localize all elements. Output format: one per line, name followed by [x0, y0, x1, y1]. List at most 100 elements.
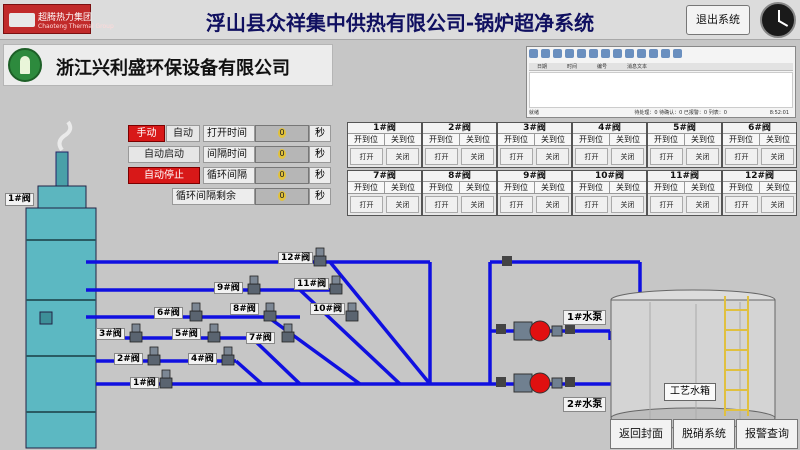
diagram-valve-4-label[interactable]: 4#阀 — [188, 353, 217, 365]
actuator-valve-icon-12[interactable] — [313, 247, 327, 267]
actuator-valve-icon-4[interactable] — [221, 346, 235, 366]
toolbar-filter-icon[interactable] — [577, 49, 586, 58]
valve-open-button[interactable]: 打开 — [425, 196, 458, 213]
valve-close-button[interactable]: 关闭 — [761, 196, 794, 213]
smoke-icon — [57, 120, 73, 152]
valve-close-button[interactable]: 关闭 — [386, 196, 419, 213]
close-position-indicator: 关到位 — [609, 182, 646, 193]
diagram-valve-9-label[interactable]: 9#阀 — [214, 282, 243, 294]
open-position-indicator: 开到位 — [348, 134, 384, 145]
valve-open-button[interactable]: 打开 — [575, 148, 608, 165]
valve-close-button[interactable]: 关闭 — [536, 148, 569, 165]
toolbar-hide-icon[interactable] — [625, 49, 634, 58]
actuator-valve-icon-11[interactable] — [329, 275, 343, 295]
open-time-input[interactable]: 0 — [255, 125, 309, 142]
diagram-valve-2-label[interactable]: 2#阀 — [114, 353, 143, 365]
cycle-interval-value: 0 — [278, 169, 286, 180]
valve-close-button[interactable]: 关闭 — [461, 148, 494, 165]
valve-close-button[interactable]: 关闭 — [611, 196, 644, 213]
diagram-valve-6-label[interactable]: 6#阀 — [154, 307, 183, 319]
valve-open-button[interactable]: 打开 — [425, 148, 458, 165]
denitration-system-button[interactable]: 脱硝系统 — [673, 419, 735, 449]
valve-close-button[interactable]: 关闭 — [386, 148, 419, 165]
valve-open-button[interactable]: 打开 — [500, 148, 533, 165]
pump-1-label[interactable]: 1#水泵 — [563, 310, 607, 325]
cycle-interval-label: 循环间隔 — [203, 167, 255, 184]
auto-mode-button[interactable]: 自动 — [166, 125, 200, 142]
toolbar-print-icon[interactable] — [553, 49, 562, 58]
toolbar-help-icon[interactable] — [529, 49, 538, 58]
diagram-valve-12-label[interactable]: 12#阀 — [278, 252, 314, 264]
valve-open-button[interactable]: 打开 — [350, 148, 383, 165]
interval-time-input[interactable]: 0 — [255, 146, 309, 163]
actuator-valve-icon-7[interactable] — [281, 323, 295, 343]
toolbar-export-icon[interactable] — [565, 49, 574, 58]
cycle-remaining-label: 循环间隔剩余 — [172, 188, 255, 205]
cycle-remaining-input[interactable]: 0 — [255, 188, 309, 205]
toolbar-sort-icon[interactable] — [589, 49, 598, 58]
valve-close-button[interactable]: 关闭 — [686, 196, 719, 213]
open-position-indicator: 开到位 — [723, 134, 759, 145]
valve-close-button[interactable]: 关闭 — [536, 196, 569, 213]
actuator-valve-icon-10[interactable] — [345, 302, 359, 322]
actuator-valve-icon-3[interactable] — [129, 323, 143, 343]
toolbar-down-icon[interactable] — [673, 49, 682, 58]
valve-close-button[interactable]: 关闭 — [461, 196, 494, 213]
auto-start-button[interactable]: 自动启动 — [128, 146, 200, 163]
valve-open-button[interactable]: 打开 — [725, 196, 758, 213]
diagram-valve-5-label[interactable]: 5#阀 — [172, 328, 201, 340]
alarm-table-body[interactable] — [529, 72, 793, 108]
manual-mode-button[interactable]: 手动 — [128, 125, 165, 142]
valve-block-title: 6#阀 — [723, 123, 796, 134]
valve-block-title: 5#阀 — [648, 123, 721, 134]
diagram-valve-8-label[interactable]: 8#阀 — [230, 303, 259, 315]
valve-open-button[interactable]: 打开 — [575, 196, 608, 213]
valve-close-button[interactable]: 关闭 — [761, 148, 794, 165]
open-position-indicator: 开到位 — [498, 134, 534, 145]
valve-open-button[interactable]: 打开 — [350, 196, 383, 213]
open-position-indicator: 开到位 — [423, 182, 459, 193]
actuator-valve-icon-5[interactable] — [207, 323, 221, 343]
actuator-valve-icon-1[interactable] — [159, 369, 173, 389]
diagram-valve-11-label[interactable]: 11#阀 — [294, 278, 330, 290]
toolbar-scroll-icon[interactable] — [649, 49, 658, 58]
actuator-valve-icon-2[interactable] — [147, 346, 161, 366]
auto-stop-button[interactable]: 自动停止 — [128, 167, 200, 184]
actuator-valve-icon-6[interactable] — [189, 302, 203, 322]
toolbar-lock-icon[interactable] — [637, 49, 646, 58]
valve-open-button[interactable]: 打开 — [500, 196, 533, 213]
interval-time-label: 间隔时间 — [203, 146, 255, 163]
toolbar-ack-icon[interactable] — [601, 49, 610, 58]
open-position-indicator: 开到位 — [573, 182, 609, 193]
toolbar-settings-icon[interactable] — [541, 49, 550, 58]
valve-open-button[interactable]: 打开 — [650, 196, 683, 213]
pump-2-label[interactable]: 2#水泵 — [563, 397, 607, 412]
valve-close-button[interactable]: 关闭 — [686, 148, 719, 165]
valve-open-button[interactable]: 打开 — [725, 148, 758, 165]
open-time-value: 0 — [278, 127, 286, 138]
company-name: 浙江兴利盛环保设备有限公司 — [56, 58, 290, 79]
toolbar-up-icon[interactable] — [661, 49, 670, 58]
actuator-valve-icon-9[interactable] — [247, 275, 261, 295]
valve-close-button[interactable]: 关闭 — [611, 148, 644, 165]
diagram-valve-10-label[interactable]: 10#阀 — [310, 303, 346, 315]
close-position-indicator: 关到位 — [534, 134, 571, 145]
close-position-indicator: 关到位 — [459, 182, 496, 193]
alarm-query-button[interactable]: 报警查询 — [736, 419, 798, 449]
alarm-col-message: 消息文本 — [627, 64, 648, 70]
company-logo-icon — [8, 48, 42, 82]
cycle-interval-input[interactable]: 0 — [255, 167, 309, 184]
back-to-cover-button[interactable]: 返回封面 — [610, 419, 672, 449]
clock-icon — [760, 2, 796, 38]
diagram-valve-1-label[interactable]: 1#阀 — [130, 377, 159, 389]
close-position-indicator: 关到位 — [534, 182, 571, 193]
close-position-indicator: 关到位 — [684, 182, 721, 193]
diagram-valve-3-label[interactable]: 3#阀 — [96, 328, 125, 340]
alarm-status-ready: 就绪 — [529, 110, 540, 116]
toolbar-ack-all-icon[interactable] — [613, 49, 622, 58]
actuator-valve-icon-8[interactable] — [263, 302, 277, 322]
valve-open-button[interactable]: 打开 — [650, 148, 683, 165]
exit-system-button[interactable]: 退出系统 — [686, 5, 750, 35]
diagram-valve-7-label[interactable]: 7#阀 — [246, 332, 275, 344]
